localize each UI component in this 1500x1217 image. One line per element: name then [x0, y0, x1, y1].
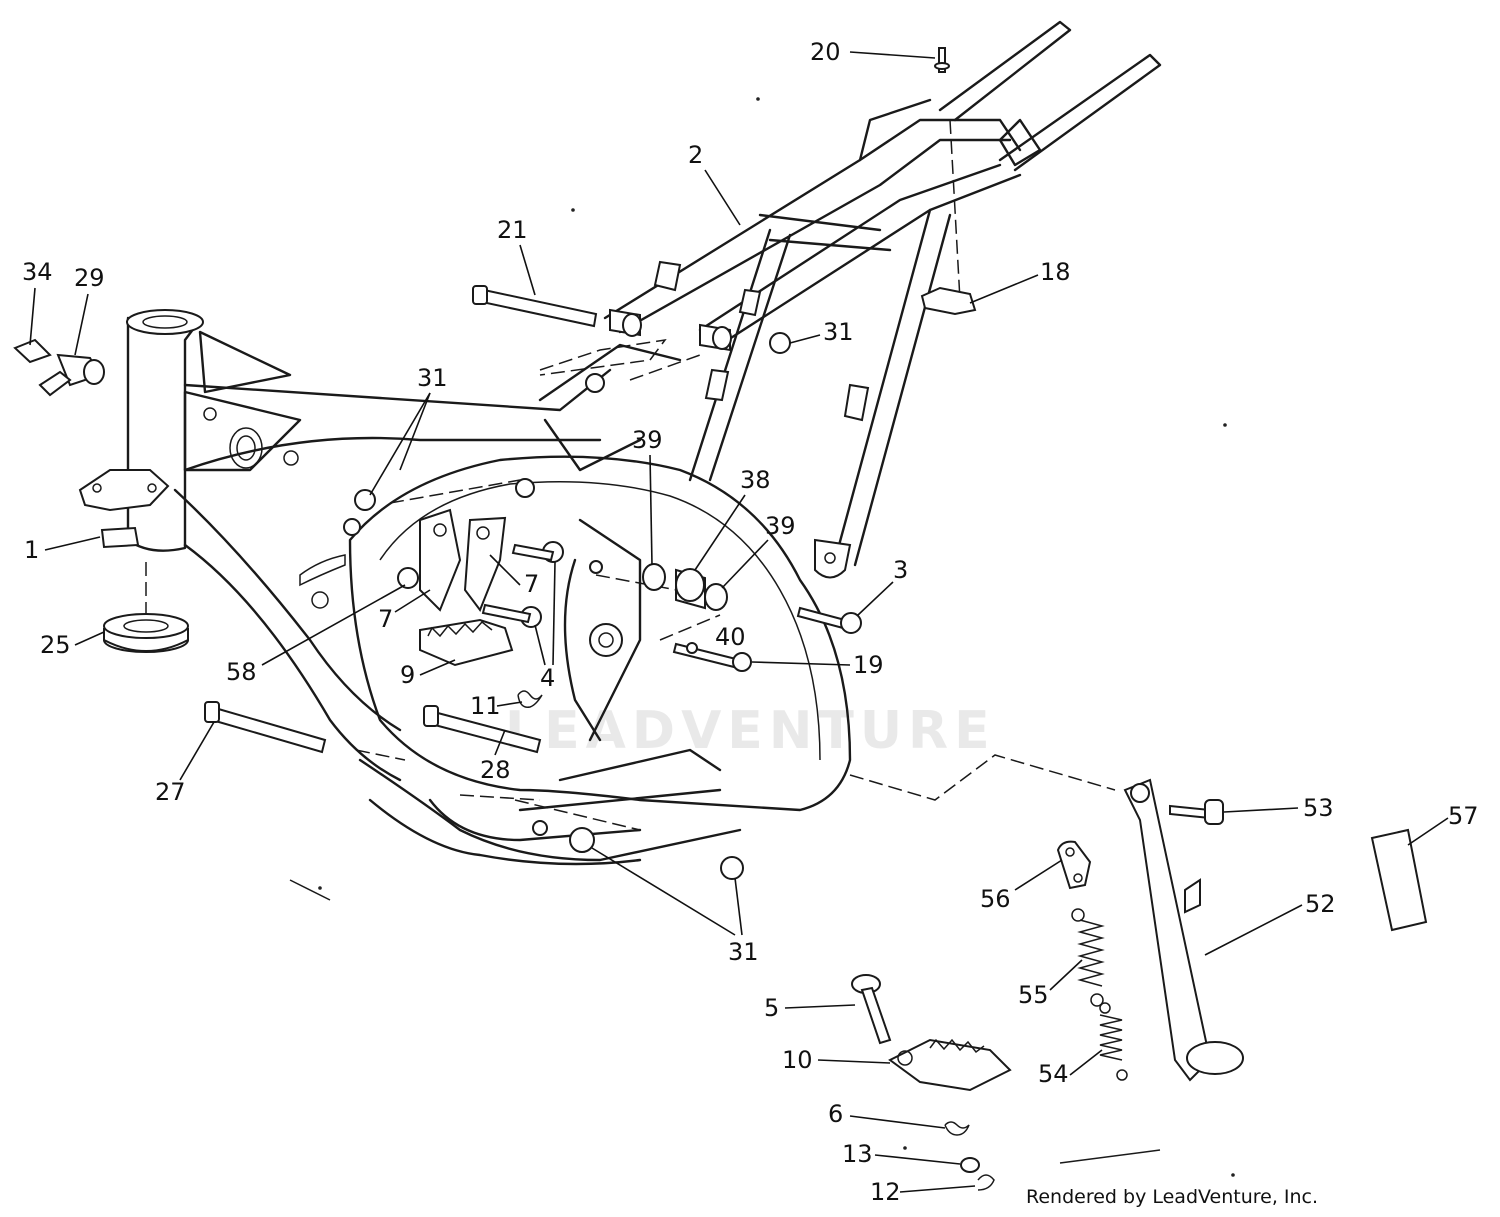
- svg-text:34: 34: [22, 258, 53, 286]
- svg-text:12: 12: [870, 1178, 901, 1206]
- callout-13: 13: [842, 1140, 961, 1168]
- callout-2: 2: [688, 141, 741, 226]
- callout-28: 28: [480, 729, 511, 784]
- callout-9: 9: [400, 659, 456, 689]
- callout-34: 34: [22, 258, 53, 346]
- callout-31-top: 31: [789, 318, 854, 346]
- callout-39-left: 39: [632, 426, 663, 566]
- callout-54: 54: [1038, 1049, 1103, 1088]
- callout-10: 10: [782, 1046, 891, 1074]
- main-frame: [13, 20, 1428, 1191]
- callout-52: 52: [1204, 890, 1336, 956]
- callout-39-right: 39: [721, 512, 796, 589]
- callout-56: 56: [980, 859, 1063, 913]
- svg-text:55: 55: [1018, 981, 1049, 1009]
- svg-text:58: 58: [226, 658, 257, 686]
- callout-20: 20: [810, 38, 936, 66]
- callout-4: 4: [534, 561, 556, 692]
- svg-text:27: 27: [155, 778, 186, 806]
- svg-text:39: 39: [765, 512, 796, 540]
- callout-19: 19: [751, 651, 884, 679]
- watermark: LEADVENTURE: [505, 701, 996, 761]
- callout-1: 1: [24, 536, 101, 564]
- svg-text:9: 9: [400, 661, 415, 689]
- callout-5: 5: [764, 994, 856, 1022]
- svg-text:6: 6: [828, 1100, 843, 1128]
- svg-text:5: 5: [764, 994, 779, 1022]
- callout-55: 55: [1018, 959, 1083, 1009]
- callout-29: 29: [74, 264, 105, 356]
- callout-3: 3: [857, 556, 908, 616]
- svg-text:20: 20: [810, 38, 841, 66]
- svg-text:38: 38: [740, 466, 771, 494]
- svg-text:13: 13: [842, 1140, 873, 1168]
- svg-text:21: 21: [497, 216, 528, 244]
- callout-11: 11: [470, 692, 523, 720]
- svg-text:25: 25: [40, 631, 71, 659]
- callout-57: 57: [1407, 802, 1479, 846]
- credit-text: Rendered by LeadVenture, Inc.: [1026, 1186, 1319, 1208]
- callout-53: 53: [1223, 794, 1334, 822]
- svg-text:10: 10: [782, 1046, 813, 1074]
- svg-text:40: 40: [715, 623, 746, 651]
- callout-25: 25: [40, 631, 105, 659]
- svg-text:19: 19: [853, 651, 884, 679]
- callout-7-lower: 7: [378, 589, 431, 633]
- svg-text:31: 31: [728, 938, 759, 966]
- svg-text:31: 31: [823, 318, 854, 346]
- callout-21: 21: [497, 216, 536, 296]
- callout-38: 38: [694, 466, 771, 571]
- callout-12: 12: [870, 1178, 976, 1206]
- svg-text:53: 53: [1303, 794, 1334, 822]
- callout-40: 40: [715, 623, 746, 651]
- svg-text:54: 54: [1038, 1060, 1069, 1088]
- svg-text:7: 7: [524, 570, 539, 598]
- svg-text:2: 2: [688, 141, 703, 169]
- svg-text:4: 4: [540, 664, 555, 692]
- svg-text:3: 3: [893, 556, 908, 584]
- callout-6: 6: [828, 1100, 946, 1129]
- svg-text:29: 29: [74, 264, 105, 292]
- callout-18: 18: [969, 258, 1071, 304]
- callout-58: 58: [226, 584, 406, 686]
- callout-31-bottom: 31: [591, 847, 759, 966]
- svg-text:52: 52: [1305, 890, 1336, 918]
- svg-text:7: 7: [378, 605, 393, 633]
- svg-text:56: 56: [980, 885, 1011, 913]
- svg-text:28: 28: [480, 756, 511, 784]
- svg-text:18: 18: [1040, 258, 1071, 286]
- svg-text:1: 1: [24, 536, 39, 564]
- svg-text:11: 11: [470, 692, 501, 720]
- callout-27: 27: [155, 721, 215, 806]
- svg-text:57: 57: [1448, 802, 1479, 830]
- svg-text:39: 39: [632, 426, 663, 454]
- callout-31-left: 31: [369, 364, 448, 496]
- callout-7-upper: 7: [489, 554, 539, 598]
- svg-text:31: 31: [417, 364, 448, 392]
